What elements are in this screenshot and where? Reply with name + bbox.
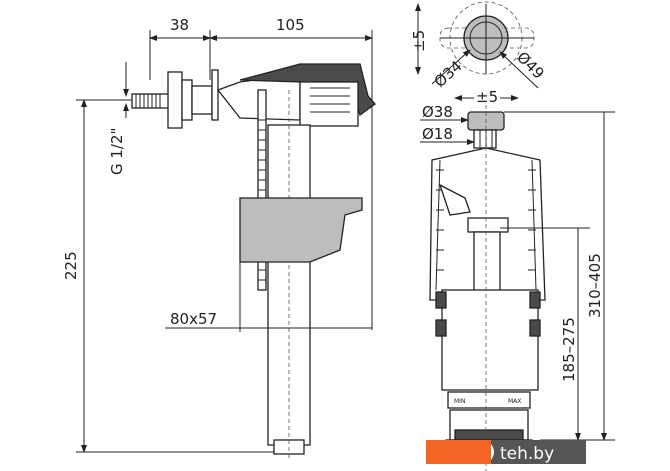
dim-overflow-range: 185–275 [560,317,578,382]
float [239,197,363,263]
dim-button-offset-top: ±5 [410,30,428,52]
dim-stem: Ø18 [422,125,453,143]
watermark-text: teh.by [500,444,554,464]
watermark: teh.by [426,440,586,464]
dim-inlet-offset: 38 [170,16,189,34]
dim-button-lateral: ±5 [476,88,498,106]
fill-valve: 38 105 225 G 1/2" 80x57 [62,16,376,460]
scale-min: MIN [454,398,465,405]
dim-thread: G 1/2" [108,128,126,175]
flush-valve: ±5 Ø34 Ø49 ±5 Ø38 Ø18 [410,1,615,471]
dim-float: 80x57 [170,310,217,328]
dim-button-inner: Ø34 [431,57,466,91]
dim-total-range: 310–405 [586,253,604,318]
dim-cap: Ø38 [422,103,453,121]
dim-height: 225 [62,251,80,280]
dim-width: 105 [276,16,305,34]
scale-max: MAX [508,398,521,405]
